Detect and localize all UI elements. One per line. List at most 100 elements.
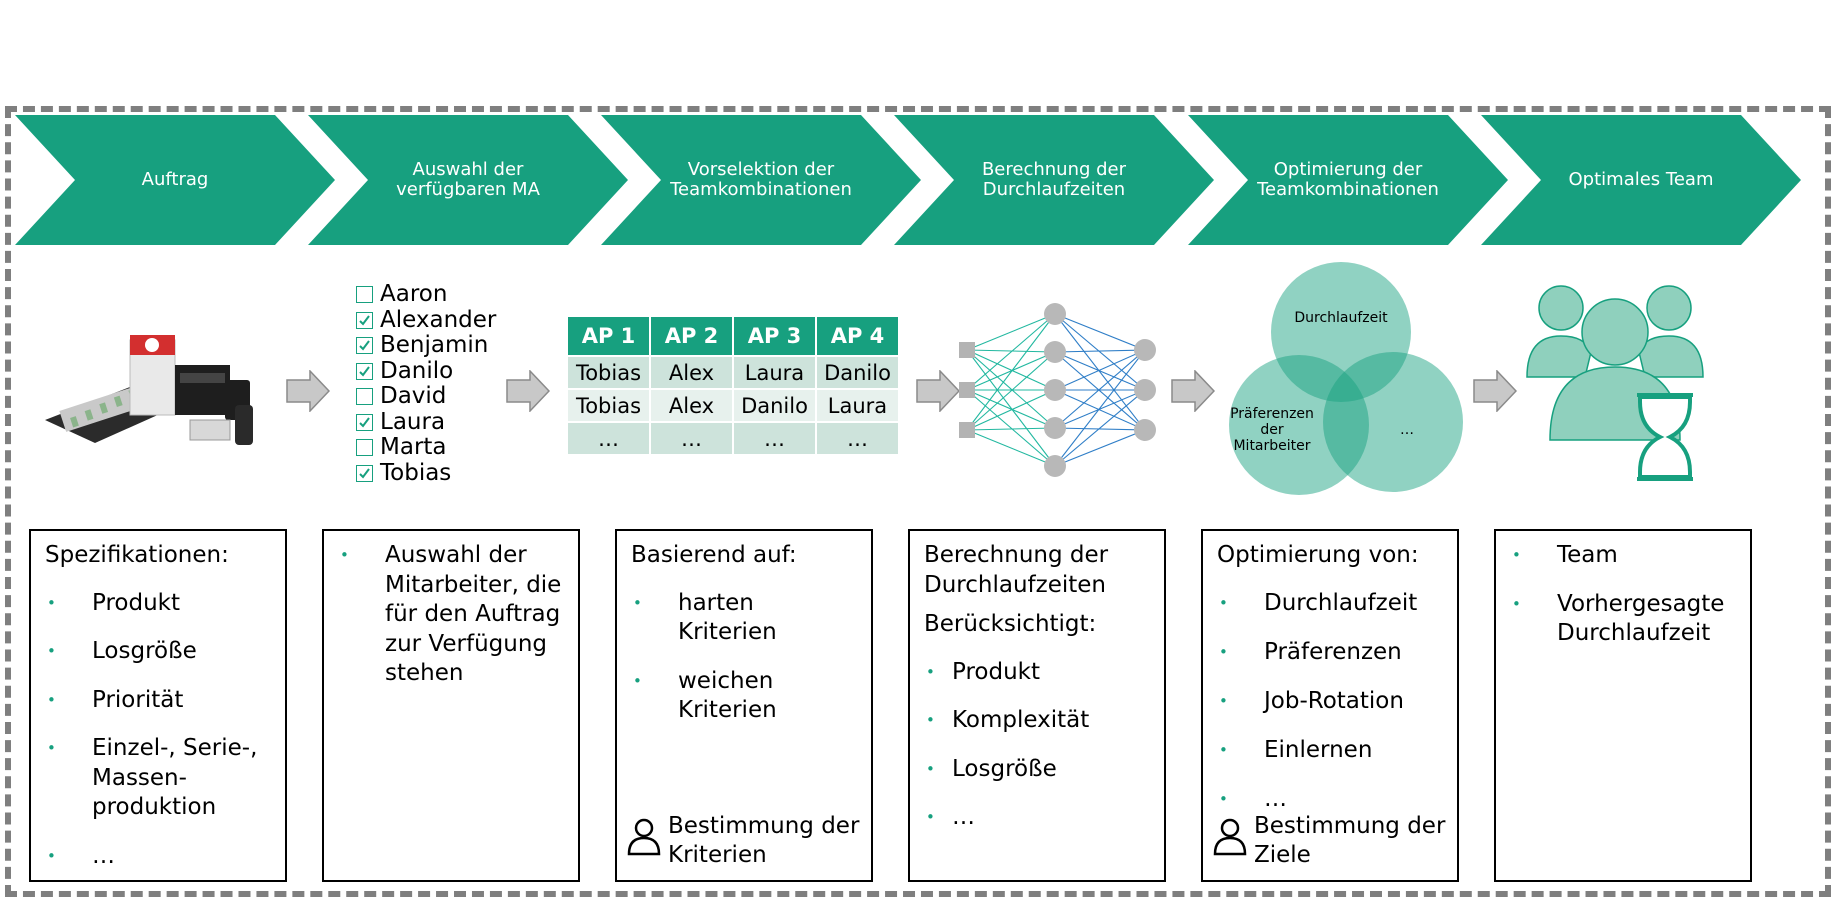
list-item: •… [1217,785,1445,815]
list-item: • Losgröße [924,755,1152,785]
network-connection [1054,389,1146,429]
table-cell: Danilo [817,355,898,388]
employee-item: David [356,383,496,410]
employee-item: Marta [356,434,496,461]
employee-item: Tobias [356,459,496,487]
bullet-icon: • [926,759,935,778]
chevron-shape [1481,115,1801,245]
network-connection [1054,427,1146,431]
list-item: •Produkt [924,658,1152,688]
network-node [1134,339,1156,361]
person-icon [1213,818,1247,865]
network-node [1044,303,1066,325]
process-step-5: Optimierung der Teamkombinationen [1188,115,1508,245]
network-connection [1054,349,1146,429]
grey-arrow-icon [286,370,330,412]
table-header: AP 4 [817,317,898,355]
employee-name: Benjamin [380,332,489,358]
list-item: •Einlernen [1217,736,1445,766]
network-node [1044,379,1066,401]
bullet-icon: • [47,846,56,865]
box-footer: Bestimmung der Ziele [1213,812,1445,870]
list-item: •Produkt [45,589,273,619]
process-step-label: Optimierung der Teamkombinationen [1257,159,1439,200]
grey-arrow-icon [1171,370,1215,412]
list-item: •Losgröße [45,637,273,667]
list-item: • Auswahl der Mitarbeiter, die für den Au… [338,541,566,689]
list-item-text: Vorhergesagte Durchlaufzeit [1557,590,1725,647]
box-list: •Produkt•Losgröße•Priorität•Einzel-, Ser… [45,589,273,872]
table-cell: … [651,421,732,454]
table-cell: … [817,421,898,454]
network-connection [1054,349,1146,353]
list-item-text: Priorität [92,686,184,713]
table-cell: Alex [651,388,732,421]
chevron-shape [15,115,335,245]
grey-arrow-icon [506,370,550,412]
venn-label-right: … [1400,422,1414,438]
machine-products-image [45,335,253,445]
process-step-label: Optimales Team [1568,169,1714,190]
network-connection [966,349,1056,391]
employee-name: Aaron [380,281,448,307]
checkbox-icon [356,464,373,482]
network-connection [966,429,1056,467]
step-description-box-3: Basierend auf:•harten Kriterien•weichen … [615,529,873,882]
process-step-label: Auftrag [141,169,209,190]
process-step-3: Vorselektion der Teamkombinationen [601,115,921,245]
list-item: • harten Kriterien [631,589,859,648]
checkbox-icon [356,311,373,329]
process-step-1: Auftrag [15,115,335,245]
process-step-label: Vorselektion der Teamkombinationen [670,159,852,200]
bullet-icon: • [1512,546,1521,564]
list-item: • Vorhergesagte Durchlaufzeit [1510,590,1738,649]
network-node [1134,379,1156,401]
step-description-box-2: • Auswahl der Mitarbeiter, die für den Au… [322,529,580,882]
table-cell: Tobias [568,355,649,388]
chevron-shape [601,115,921,245]
table-cell: … [734,421,815,454]
bullet-icon: • [1512,594,1521,613]
employee-name: Tobias [380,459,452,486]
list-item-text: Auswahl der Mitarbeiter, die für den Auf… [385,542,562,686]
network-connection [966,427,1056,431]
bullet-icon: • [340,546,349,564]
bullet-icon: • [47,690,56,709]
list-item-text: Job-Rotation [1264,687,1404,714]
grey-arrow-icon [916,370,960,412]
bullet-icon: • [633,671,642,690]
box-footer-text: Bestimmung der Ziele [1254,813,1446,868]
checkbox-icon [356,362,373,380]
list-item-text: Losgröße [92,638,197,664]
list-item-text: … [952,804,975,830]
list-item-text: harten Kriterien [678,589,777,646]
input-node [959,422,975,438]
box-footer: Bestimmung der Kriterien [627,812,859,870]
process-step-label: Berechnung der Durchlaufzeiten [981,159,1127,200]
network-connection [966,349,1056,429]
list-item: •Job-Rotation [1217,687,1445,717]
network-node [1044,341,1066,363]
table-cell: Alex [651,355,732,388]
venn-diagram [1229,262,1463,495]
checkbox-icon [356,286,373,304]
table-header: AP 1 [568,317,649,355]
input-node [959,342,975,358]
table-header: AP 2 [651,317,732,355]
table-cell: Tobias [568,388,649,421]
bullet-icon: • [633,593,642,612]
list-item: • Team [1510,541,1738,571]
table-header: AP 3 [734,317,815,355]
table-cell: … [568,421,649,454]
box-list: • Auswahl der Mitarbeiter, die für den Au… [338,541,566,689]
checkbox-icon [356,388,373,406]
step-description-box-6: • Team • Vorhergesagte Durchlaufzeit [1494,529,1752,882]
list-item-text: Losgröße [952,755,1057,782]
list-item: •Durchlaufzeit [1217,589,1445,619]
table-cell: Laura [817,388,898,421]
list-item-text: Team [1557,542,1618,568]
venn-label-left: Präferenzen der Mitarbeiter [1230,406,1314,454]
list-item-text: … [1264,785,1287,812]
